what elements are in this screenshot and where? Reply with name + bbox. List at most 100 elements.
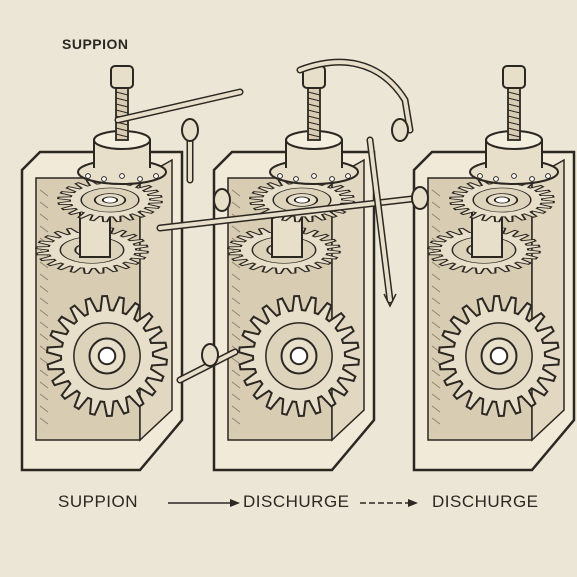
unit-left-thread [115, 97, 129, 102]
unit-right-hatch [431, 261, 441, 269]
unit-middle-hatch [231, 225, 241, 233]
unit-middle-hatch [231, 285, 241, 293]
unit-right-thread [507, 127, 521, 132]
unit-left-hatch [39, 201, 49, 209]
stage-label-1: SUPPION [58, 492, 139, 511]
unit-left-bolt [137, 176, 143, 182]
unit-right-top-gear-bore [493, 196, 511, 204]
piping [114, 58, 429, 384]
unit-middle-bolt [345, 173, 351, 179]
unit-left-bolt [101, 176, 107, 182]
unit-right-bolt [529, 176, 535, 182]
unit-left-knob [110, 65, 134, 89]
unit-right-thread [507, 91, 521, 96]
unit-left-bolt [153, 173, 159, 179]
unit-right-knob [502, 65, 526, 89]
unit-middle-hatch [231, 405, 241, 413]
unit-left-thread [115, 103, 129, 108]
unit-right-bolt [511, 173, 517, 179]
unit-left-hatch [39, 213, 49, 221]
unit-left-hatch [39, 369, 49, 377]
unit-left-hatch [39, 189, 49, 197]
flow-arrow-pipe-head [383, 293, 397, 308]
unit-middle-hatch [231, 369, 241, 377]
unit-left-hatch [39, 225, 49, 233]
unit-middle [212, 65, 376, 472]
unit-left-bolt [85, 173, 91, 179]
unit-middle-thread [307, 109, 321, 114]
unit-middle-thread [307, 121, 321, 126]
unit-right-hatch [431, 369, 441, 377]
flow-arrow-1-head [230, 499, 240, 507]
unit-left-hatch [39, 381, 49, 389]
unit-right-hatch [431, 417, 441, 425]
top-label: SUPPION [62, 36, 129, 52]
unit-left-hatch [39, 333, 49, 341]
pipe-flange [181, 118, 199, 142]
unit-middle-bolt [329, 176, 335, 182]
pipe-fill [368, 138, 392, 302]
unit-middle-thread [307, 115, 321, 120]
unit-right-thread [507, 97, 521, 102]
unit-middle-hatch [231, 261, 241, 269]
stage-label-2: DISCHURGE [243, 492, 350, 511]
unit-left-thread [115, 133, 129, 138]
flow-arrows [168, 293, 418, 507]
unit-left-hatch [39, 405, 49, 413]
unit-middle-thread [307, 97, 321, 102]
pipe-flange [201, 343, 219, 367]
unit-left [20, 65, 184, 472]
pipe-fill [298, 60, 412, 132]
unit-middle-thread [307, 91, 321, 96]
unit-left-hatch [39, 321, 49, 329]
pipe-flange [213, 188, 231, 212]
unit-middle-main-gear-bore [289, 346, 309, 366]
unit-right-hatch [431, 273, 441, 281]
unit-right [412, 65, 576, 472]
unit-right-thread [507, 109, 521, 114]
unit-left-hatch [39, 285, 49, 293]
unit-right-hatch [431, 297, 441, 305]
flow-arrow-2-head [408, 499, 418, 507]
unit-right-thread [507, 103, 521, 108]
unit-middle-hatch [231, 381, 241, 389]
unit-right-hatch [431, 225, 441, 233]
unit-right-bolt [545, 173, 551, 179]
unit-left-hatch [39, 261, 49, 269]
unit-middle-hatch [231, 357, 241, 365]
unit-middle-bolt [293, 176, 299, 182]
unit-right-hatch [431, 321, 441, 329]
unit-left-thread [115, 109, 129, 114]
unit-middle-bolt [311, 173, 317, 179]
unit-right-thread [507, 115, 521, 120]
unit-right-hatch [431, 189, 441, 197]
unit-middle-thread [307, 103, 321, 108]
unit-middle-bolt [277, 173, 283, 179]
unit-left-hatch [39, 417, 49, 425]
unit-right-bolt [477, 173, 483, 179]
unit-middle-hatch [231, 201, 241, 209]
unit-middle-thread [307, 127, 321, 132]
unit-right-bolt [493, 176, 499, 182]
unit-left-thread [115, 91, 129, 96]
unit-left-hatch [39, 393, 49, 401]
unit-middle-main-gear [238, 294, 360, 418]
pipe-fill [116, 90, 242, 122]
unit-right-hatch [431, 357, 441, 365]
unit-right-hatch [431, 201, 441, 209]
unit-left-top-gear [57, 177, 163, 223]
unit-middle-thread [307, 133, 321, 138]
unit-middle-hatch [231, 393, 241, 401]
unit-left-hatch [39, 309, 49, 317]
unit-right-hatch [431, 381, 441, 389]
unit-right-top-gear [449, 177, 555, 223]
unit-middle-hatch [231, 273, 241, 281]
unit-middle-hatch [231, 189, 241, 197]
unit-right-hatch [431, 405, 441, 413]
unit-middle-hatch [231, 417, 241, 425]
unit-left-main-gear-bore [97, 346, 117, 366]
unit-right-thread [507, 133, 521, 138]
unit-middle-hatch [231, 333, 241, 341]
